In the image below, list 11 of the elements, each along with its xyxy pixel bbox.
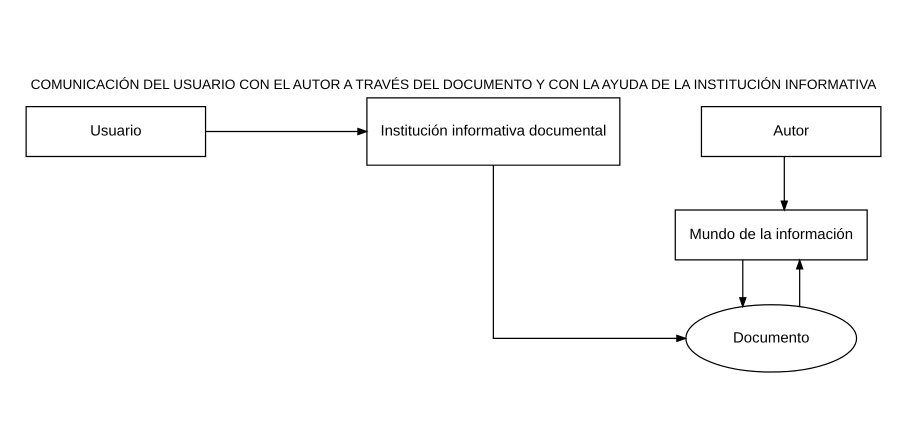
arrow	[738, 260, 747, 308]
arrow	[206, 127, 369, 135]
node-box: Autor	[700, 106, 882, 157]
diagram-title: COMUNICACIÓN DEL USUARIO CON EL AUTOR A TRAVÉS DEL DOCUMENTO Y CON LA AYUDA DE LA INSTITUCIÓN INFORMATIVA	[30, 76, 876, 92]
arrow	[796, 258, 804, 306]
node-ellipse: Documento	[685, 304, 858, 372]
node-box: Institución informativa documental	[366, 96, 620, 166]
arrow	[492, 164, 688, 342]
node-box: Mundo de la información	[674, 208, 868, 260]
arrow	[780, 156, 788, 212]
node-box: Usuario	[26, 106, 206, 157]
